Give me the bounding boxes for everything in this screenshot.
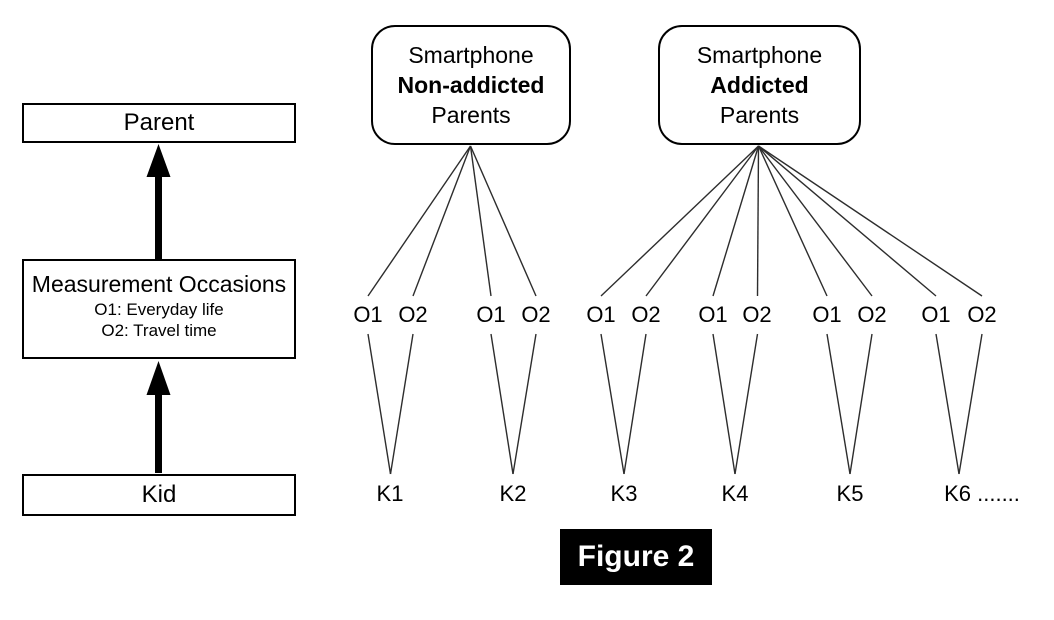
measurement-occasions-title: Measurement Occasions bbox=[31, 271, 287, 297]
kid-box: Kid bbox=[22, 474, 296, 516]
fan-line-group1-k4-o1 bbox=[712, 145, 760, 297]
o1-label-k2: O1 bbox=[476, 302, 506, 327]
group1-line3: Parents bbox=[719, 102, 800, 128]
parent-box-label: Parent bbox=[123, 109, 195, 136]
fan-line-group1-k6-o1 bbox=[758, 145, 937, 297]
kid-label-k4: K4 bbox=[721, 481, 749, 506]
v-line-o1-k6 bbox=[935, 333, 960, 475]
kid-label-k1: K1 bbox=[376, 481, 404, 506]
v-line-o1-k5 bbox=[826, 333, 851, 475]
o1-label-k1: O1 bbox=[353, 302, 383, 327]
fan-line-group1-k4-o2 bbox=[756, 145, 760, 297]
o2-label-k1: O2 bbox=[398, 302, 428, 327]
fan-line-group1-k6-o2 bbox=[758, 145, 983, 297]
occasion-1-description: O1: Everyday life bbox=[94, 300, 224, 319]
v-line-o2-k4 bbox=[734, 333, 759, 475]
arrow-kid-to-measurement bbox=[146, 361, 171, 473]
v-line-o1-k2 bbox=[490, 333, 514, 475]
v-line-o1-k1 bbox=[367, 333, 392, 475]
fan-line-group0-k2-o1 bbox=[469, 145, 492, 297]
o2-label-k6: O2 bbox=[967, 302, 997, 327]
o2-label-k3: O2 bbox=[631, 302, 661, 327]
fan-line-group0-k2-o2 bbox=[469, 145, 537, 297]
arrow-measurement-to-parent bbox=[146, 144, 171, 259]
group0-line3: Parents bbox=[431, 102, 511, 128]
measurement-occasions-box: Measurement Occasions O1: Everyday life … bbox=[22, 259, 296, 359]
kid-box-label: Kid bbox=[141, 481, 177, 508]
kid-label-k5: K5 bbox=[836, 481, 864, 506]
fan-line-group0-k1-o2 bbox=[412, 145, 472, 297]
kid-label-k3: K3 bbox=[610, 481, 638, 506]
o2-label-k5: O2 bbox=[857, 302, 887, 327]
v-line-o1-k4 bbox=[712, 333, 736, 475]
v-line-o2-k6 bbox=[958, 333, 983, 475]
o1-label-k5: O1 bbox=[812, 302, 842, 327]
fan-line-group1-k5-o1 bbox=[757, 145, 828, 297]
fan-line-group1-k3-o1 bbox=[600, 145, 759, 297]
figure-caption-label: Figure 2 bbox=[577, 540, 695, 573]
group1-line1: Smartphone bbox=[696, 42, 823, 68]
group0-line2: Non-addicted bbox=[397, 72, 545, 98]
fan-line-group1-k5-o2 bbox=[757, 145, 873, 297]
v-line-o2-k1 bbox=[389, 333, 414, 475]
occasion-2-description: O2: Travel time bbox=[101, 321, 217, 340]
kid-label-k2: K2 bbox=[499, 481, 527, 506]
parent-box: Parent bbox=[22, 103, 296, 143]
o2-label-k2: O2 bbox=[521, 302, 551, 327]
figure-caption: Figure 2 bbox=[560, 529, 712, 585]
group1-line2: Addicted bbox=[710, 72, 809, 98]
o1-label-k6: O1 bbox=[921, 302, 951, 327]
non-addicted-parents-box: Smartphone Non-addicted Parents bbox=[371, 25, 571, 145]
fan-line-group1-k3-o2 bbox=[645, 145, 760, 297]
addicted-parents-box: Smartphone Addicted Parents bbox=[658, 25, 861, 145]
kid-label-k6: K6 ....... bbox=[944, 481, 1020, 506]
v-line-o1-k3 bbox=[600, 333, 625, 475]
group0-line1: Smartphone bbox=[408, 42, 534, 68]
v-line-o2-k2 bbox=[512, 333, 537, 475]
v-line-o2-k3 bbox=[623, 333, 647, 475]
o1-label-k3: O1 bbox=[586, 302, 616, 327]
fan-line-group0-k1-o1 bbox=[367, 145, 472, 297]
o1-label-k4: O1 bbox=[698, 302, 728, 327]
v-line-o2-k5 bbox=[849, 333, 873, 475]
o2-label-k4: O2 bbox=[742, 302, 772, 327]
